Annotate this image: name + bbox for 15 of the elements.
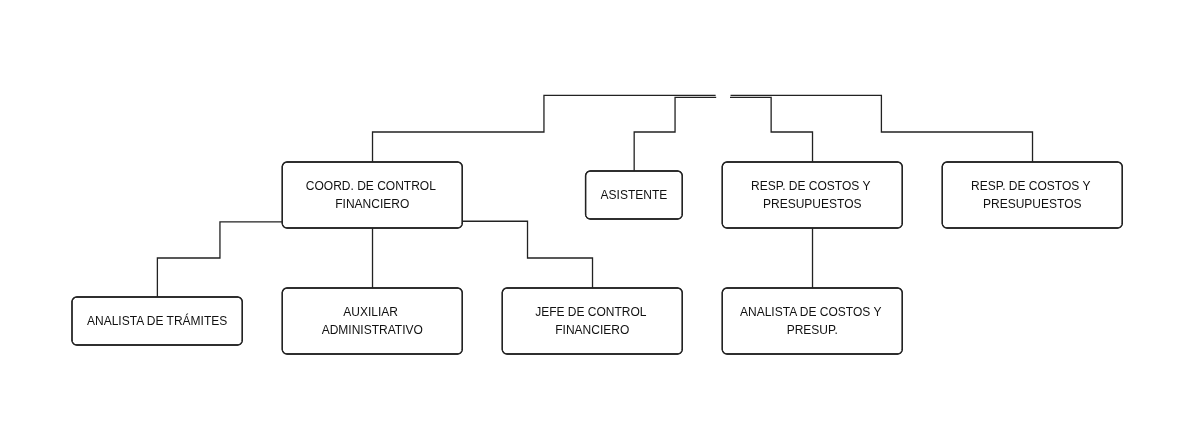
connector-line xyxy=(729,94,1034,163)
org-box: ASISTENTE xyxy=(584,169,683,220)
connector-line xyxy=(371,227,374,289)
connector-line xyxy=(811,227,814,289)
connector-line xyxy=(729,96,814,163)
org-box: RESP. DE COSTOS Y PRESUPUESTOS xyxy=(721,160,903,229)
org-box: ANALISTA DE TRÁMITES xyxy=(71,295,243,346)
org-box: COORD. DE CONTROL FINANCIERO xyxy=(281,160,463,229)
org-box: RESP. DE COSTOS Y PRESUPUESTOS xyxy=(941,160,1123,229)
org-box: ANALISTA DE COSTOS Y PRESUP. xyxy=(721,286,903,355)
connector-line xyxy=(633,96,717,172)
org-box: AUXILIAR ADMINISTRATIVO xyxy=(281,286,463,355)
org-box: JEFE DE CONTROL FINANCIERO xyxy=(501,286,683,355)
connector-line xyxy=(462,220,594,289)
connector-line xyxy=(371,94,717,163)
